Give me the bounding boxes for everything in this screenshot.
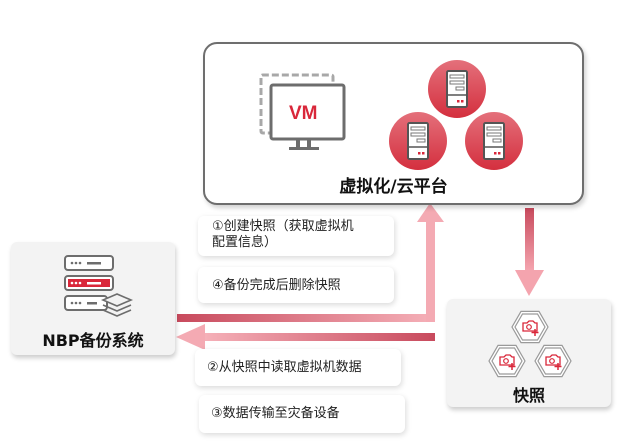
nbp-title: NBP备份系统: [42, 331, 144, 350]
arrow-snapshot-to-nbp: [176, 324, 435, 350]
server-icon: [465, 112, 523, 170]
vm-label: VM: [289, 103, 318, 124]
vm-monitor-icon: [259, 73, 346, 150]
snapshot-box: 快照: [447, 299, 611, 407]
step-1-line-2: 配置信息）: [212, 235, 278, 250]
step-1-label: ①创建快照（获取虚拟机 配置信息）: [198, 216, 394, 256]
step-4-text: ④备份完成后删除快照: [212, 278, 341, 293]
virtualization-platform-box: VM 虚拟化/云平台: [203, 42, 584, 205]
snapshot-camera-icon: [488, 344, 526, 378]
backup-server-stack-icon: [64, 255, 134, 317]
platform-title: 虚拟化/云平台: [339, 177, 448, 197]
nbp-backup-system-box: NBP备份系统: [11, 242, 175, 355]
snapshot-camera-icon: [511, 310, 549, 344]
step-4-label: ④备份完成后删除快照: [198, 267, 394, 303]
server-icon: [389, 112, 447, 170]
step-1-line-1: ①创建快照（获取虚拟机: [212, 219, 354, 234]
step-2-label: ②从快照中读取虚拟机数据: [195, 349, 401, 386]
server-icon: [428, 60, 486, 118]
arrow-nbp-to-platform: [177, 203, 444, 322]
step-2-text: ②从快照中读取虚拟机数据: [207, 360, 362, 375]
snapshot-title: 快照: [512, 386, 545, 405]
arrow-platform-to-snapshot: [515, 208, 544, 296]
step-3-label: ③数据传输至灾备设备: [199, 395, 405, 433]
snapshot-camera-icon: [534, 344, 572, 378]
step-3-text: ③数据传输至灾备设备: [211, 406, 340, 421]
